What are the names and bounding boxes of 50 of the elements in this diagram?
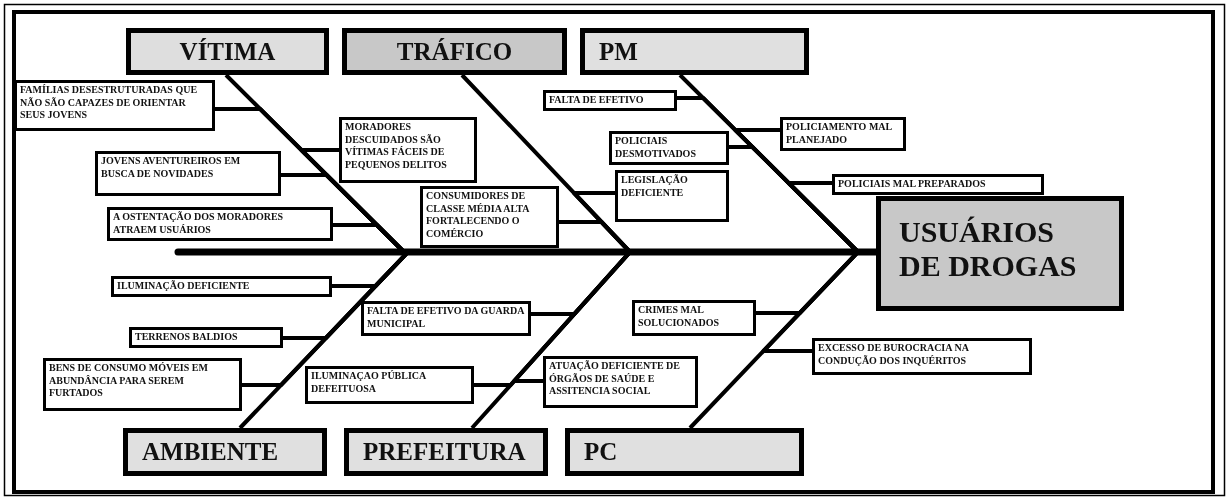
category-label: PC [584,438,618,466]
category-box [344,428,548,476]
cause-text: FAMÍLIAS DESESTRUTURADAS QUE NÃO SÃO CAPAZES DE ORIENTAR SEUS JOVENS [20,84,199,122]
category-box [565,428,804,476]
cause-box [609,131,729,165]
effect-text: USUÁRIOS DE DROGAS [899,215,1078,283]
category-label: TRÁFICO [396,37,513,66]
cause-text: TERRENOS BALDIOS [135,331,239,344]
cause-box [339,117,477,183]
cause-box [361,301,531,336]
cause-text: POLICIAMENTO MAL PLANEJADO [786,121,893,146]
cause-box [632,300,756,336]
cause-box [543,356,698,408]
cause-text: JOVENS AVENTUREIROS EM BUSCA DE NOVIDADES [101,155,242,180]
cause-text: FALTA DE EFETIVO DA GUARDA MUNICIPAL [367,305,525,330]
category-box [126,28,329,75]
cause-text: LEGISLAÇÃO DEFICIENTE [621,174,689,199]
cause-text: POLICIAIS DESMOTIVADOS [615,135,697,160]
category-label: PREFEITURA [363,438,526,466]
category-box [342,28,567,75]
cause-box [615,170,729,222]
cause-text: ILUMINAÇÃO DEFICIENTE [117,280,251,293]
cause-text: MORADORES DESCUIDADOS SÃO VÍTIMAS FÁCEIS DE PEQUENOS DELITOS [345,121,448,171]
cause-box [111,276,332,297]
cause-text: CRIMES MAL SOLUCIONADOS [638,304,721,329]
cause-text: ILUMINAÇAO PÚBLICA DEFEITUOSA [311,370,427,395]
cause-box [420,186,559,248]
cause-text: BENS DE CONSUMO MÓVEIS EM ABUNDÂNCIA PARA SEREM FURTADOS [49,362,209,400]
cause-box [14,80,215,131]
cause-box [107,207,333,241]
cause-box [129,327,283,348]
cause-box [43,358,242,411]
cause-box [832,174,1044,195]
cause-text: EXCESSO DE BUROCRACIA NA CONDUÇÃO DOS INQUÉRITOS [818,342,970,367]
cause-box [780,117,906,151]
cause-box [812,338,1032,375]
category-box [123,428,327,476]
cause-text: POLICIAIS MAL PREPARADOS [838,178,987,191]
category-label: AMBIENTE [142,438,279,466]
category-label: PM [599,37,638,66]
cause-text: CONSUMIDORES DE CLASSE MÉDIA ALTA FORTALECENDO O COMÉRCIO [426,190,530,240]
category-box [580,28,809,75]
effect-box [876,196,1124,311]
category-label: VÍTIMA [179,37,276,66]
cause-box [543,90,677,111]
cause-box [305,366,474,404]
cause-text: ATUAÇÃO DEFICIENTE DE ÓRGÃOS DE SAÚDE E ASSITENCIA SOCIAL [549,360,681,398]
cause-text: FALTA DE EFETIVO [549,94,645,107]
cause-box [95,151,281,196]
cause-text: A OSTENTAÇÃO DOS MORADORES ATRAEM USUÁRIOS [113,211,285,236]
